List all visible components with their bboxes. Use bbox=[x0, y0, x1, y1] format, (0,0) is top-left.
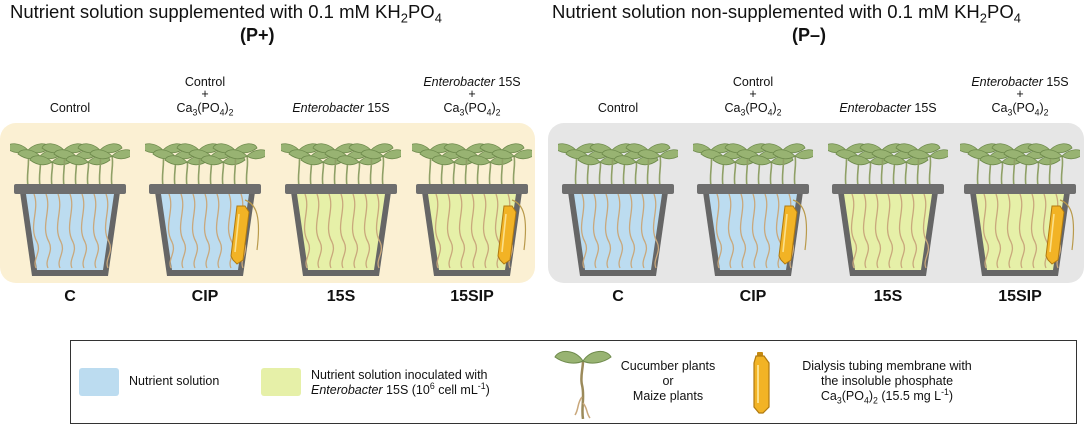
title-p-plus: Nutrient solution supplemented with 0.1 … bbox=[10, 1, 442, 25]
heading-plus: + bbox=[201, 87, 209, 101]
treatment-code: CIP bbox=[191, 288, 219, 305]
heading-line2: Ca3(PO4)2 bbox=[443, 101, 501, 118]
heading-line1 bbox=[828, 75, 948, 89]
legend-dial-3g: (15.5 mg L bbox=[877, 389, 942, 403]
treatment-code: 15S bbox=[873, 288, 903, 305]
treatment-code: C bbox=[64, 288, 76, 305]
column-heading: Control bbox=[10, 75, 130, 115]
legend-dial-3a: Ca bbox=[820, 389, 837, 403]
heading-line1 bbox=[10, 75, 130, 89]
title-p-minus-mid: PO bbox=[986, 1, 1014, 22]
legend-inoc-sup2: -1 bbox=[477, 380, 486, 391]
legend-dial-3b: 3 bbox=[836, 395, 842, 406]
legend-plants-3: Maize plants bbox=[632, 389, 704, 403]
title-p-plus-text: Nutrient solution supplemented with 0.1 … bbox=[10, 1, 401, 22]
column-heading: Enterobacter 15S bbox=[281, 75, 401, 115]
heading-line2: Control bbox=[597, 101, 639, 115]
treatment-code: 15SIP bbox=[450, 288, 494, 305]
plant-pot-15sip bbox=[955, 130, 1084, 280]
legend-text-dialysis: Dialysis tubing membrane with the insolu… bbox=[787, 359, 987, 406]
legend-plants-1: Cucumber plants bbox=[620, 359, 716, 373]
legend-dialysis-icon bbox=[753, 352, 770, 414]
plant-pot-cip bbox=[140, 130, 270, 280]
treatment-code: CIP bbox=[739, 288, 767, 305]
title-p-plus-sub2: 4 bbox=[434, 10, 442, 26]
legend-dial-3c: (PO bbox=[841, 389, 864, 403]
legend-inoc-sup: 6 bbox=[429, 380, 435, 391]
legend: Nutrient solution Nutrient solution inoc… bbox=[70, 340, 1077, 424]
heading-line1: Control bbox=[732, 75, 774, 89]
heading-plus bbox=[828, 89, 948, 99]
column-heading: Enterobacter 15S bbox=[828, 75, 948, 115]
legend-text-nutrient: Nutrient solution bbox=[129, 374, 220, 388]
legend-inoc-end: cell mL bbox=[434, 383, 478, 397]
heading-line1 bbox=[281, 75, 401, 89]
treatment-code: C bbox=[612, 288, 624, 305]
heading-line2: Control bbox=[49, 101, 91, 115]
heading-plus: + bbox=[1016, 87, 1024, 101]
legend-dial-3i: ) bbox=[948, 389, 954, 403]
heading-plus: + bbox=[749, 87, 757, 101]
heading-line1: Control bbox=[184, 75, 226, 89]
title-p-minus-sub1: 2 bbox=[979, 10, 987, 26]
heading-line2: Ca3(PO4)2 bbox=[991, 101, 1049, 118]
heading-plus bbox=[10, 89, 130, 99]
title-p-plus-mid: PO bbox=[407, 1, 435, 22]
title-p-minus-text: Nutrient solution non-supplemented with … bbox=[552, 1, 980, 22]
title-p-minus-sub2: 4 bbox=[1013, 10, 1021, 26]
legend-dial-2: the insoluble phosphate bbox=[820, 374, 954, 388]
plant-pot-cip bbox=[688, 130, 818, 280]
legend-text-plants: Cucumber plants or Maize plants bbox=[618, 359, 718, 404]
plant-pot-15s bbox=[276, 130, 406, 280]
legend-inoc-close: ) bbox=[485, 383, 490, 397]
plant-pot-c bbox=[553, 130, 683, 280]
column-heading: Control+Ca3(PO4)2 bbox=[693, 75, 813, 118]
legend-text-inoculated: Nutrient solution inoculated with Entero… bbox=[311, 368, 490, 398]
legend-dial-3f: 2 bbox=[873, 395, 878, 406]
heading-plus bbox=[558, 89, 678, 99]
heading-line2: Enterobacter 15S bbox=[292, 101, 390, 115]
legend-swatch-nutrient bbox=[79, 368, 119, 396]
heading-line2: Enterobacter 15S bbox=[839, 101, 937, 115]
legend-plants-2: or bbox=[662, 374, 674, 388]
label-p-plus: (P+) bbox=[240, 25, 275, 45]
legend-dial-3h: -1 bbox=[941, 386, 949, 397]
heading-line1: Enterobacter 15S bbox=[423, 75, 521, 89]
legend-inoc-italic: Enterobacter bbox=[311, 383, 383, 397]
heading-line1: Enterobacter 15S bbox=[971, 75, 1069, 89]
legend-dial-1: Dialysis tubing membrane with bbox=[802, 359, 972, 373]
treatment-code: 15SIP bbox=[998, 288, 1042, 305]
legend-dial-3e: ) bbox=[868, 389, 874, 403]
column-heading: Enterobacter 15S+Ca3(PO4)2 bbox=[960, 75, 1080, 118]
label-p-minus: (P–) bbox=[792, 25, 827, 45]
plant-pot-15sip bbox=[407, 130, 537, 280]
heading-line2: Ca3(PO4)2 bbox=[724, 101, 782, 118]
column-heading: Control+Ca3(PO4)2 bbox=[145, 75, 265, 118]
treatment-code: 15S bbox=[326, 288, 356, 305]
legend-swatch-inoculated bbox=[261, 368, 301, 396]
heading-line2: Ca3(PO4)2 bbox=[176, 101, 234, 118]
legend-plant-icon bbox=[554, 351, 612, 419]
column-heading: Enterobacter 15S+Ca3(PO4)2 bbox=[412, 75, 532, 118]
heading-plus bbox=[281, 89, 401, 99]
title-p-plus-sub1: 2 bbox=[400, 10, 408, 26]
legend-dial-3d: 4 bbox=[863, 395, 869, 406]
title-p-minus: Nutrient solution non-supplemented with … bbox=[552, 1, 1021, 25]
legend-inoc-rest: 15S (10 bbox=[382, 383, 430, 397]
plant-pot-c bbox=[5, 130, 135, 280]
column-heading: Control bbox=[558, 75, 678, 115]
heading-line1 bbox=[558, 75, 678, 89]
heading-plus: + bbox=[468, 87, 476, 101]
plant-pot-15s bbox=[823, 130, 953, 280]
legend-inoc-line1: Nutrient solution inoculated with bbox=[311, 368, 488, 382]
